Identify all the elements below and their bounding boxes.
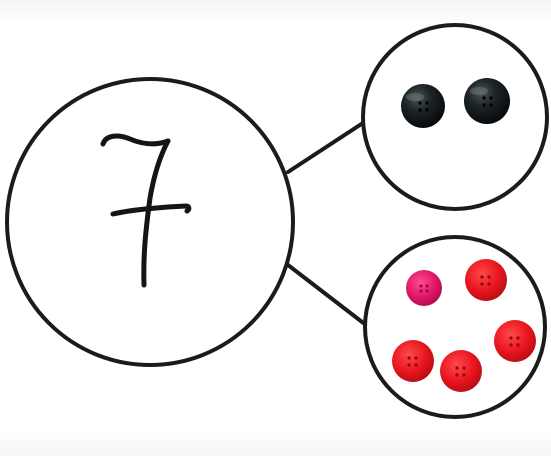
red-button bbox=[494, 320, 536, 362]
red-button bbox=[465, 259, 507, 301]
whole-circle bbox=[7, 79, 293, 365]
part-circle-top bbox=[363, 25, 547, 209]
red-button bbox=[392, 340, 434, 382]
red-button bbox=[440, 350, 482, 392]
connector-line-bottom bbox=[288, 265, 366, 325]
pink-button bbox=[406, 270, 442, 306]
black-button bbox=[464, 78, 510, 124]
black-button bbox=[401, 84, 445, 128]
connector-line-top bbox=[288, 121, 366, 172]
